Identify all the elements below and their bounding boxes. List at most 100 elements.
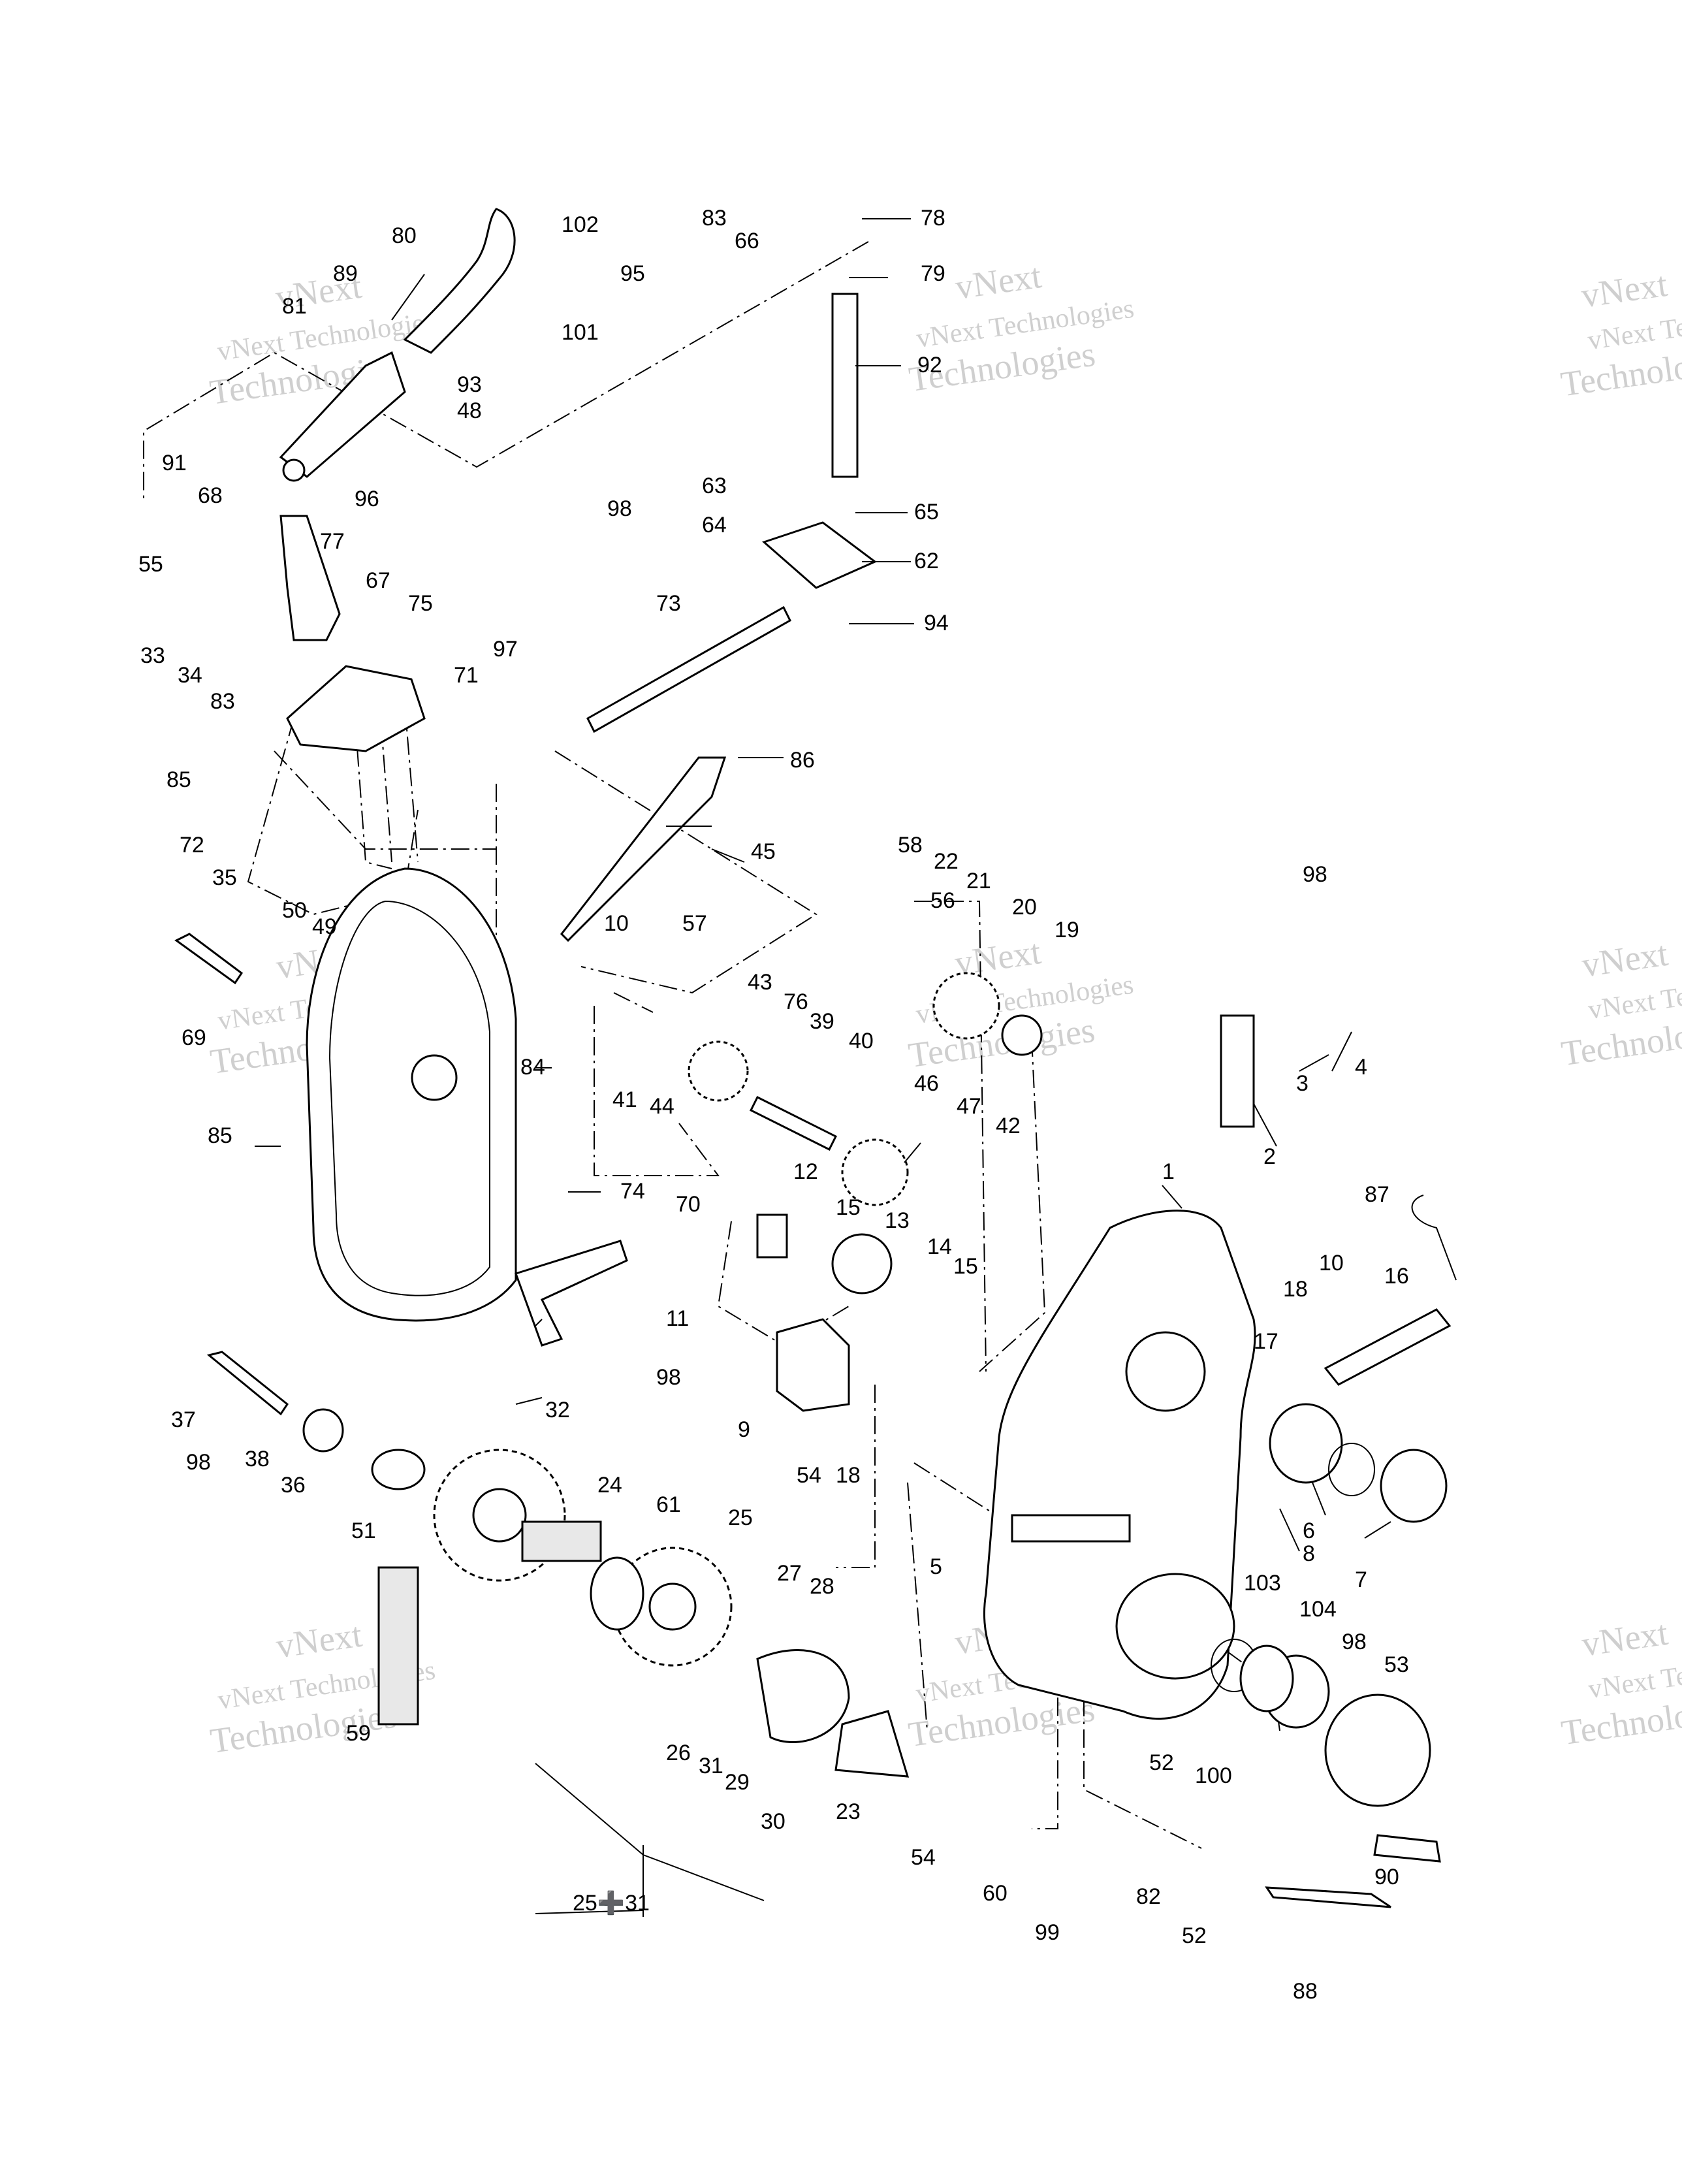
callout-label: 8 [1303, 1541, 1315, 1566]
leader-lines [255, 218, 1391, 1917]
callout-label: 24 [597, 1473, 622, 1498]
callout-label: 12 [793, 1159, 818, 1184]
callout-label: 39 [810, 1009, 834, 1034]
callout-label: 54 [911, 1845, 936, 1870]
callout-label: 5 [930, 1554, 942, 1579]
gear-part [688, 1040, 749, 1102]
cable-part [560, 756, 727, 942]
callout-label: 53 [1384, 1652, 1409, 1677]
clip-part [1411, 1195, 1457, 1281]
callout-label: 9 [738, 1417, 750, 1442]
callout-label: 25 [728, 1505, 753, 1530]
watermark-text: vNext [1579, 265, 1670, 315]
callout-label: 15 [953, 1254, 978, 1279]
bolt-part [1324, 1308, 1452, 1386]
callout-label: 37 [171, 1407, 196, 1432]
bearing-part [1380, 1449, 1448, 1523]
chain-part [377, 1566, 419, 1726]
callout-label: 92 [917, 353, 942, 377]
bracket-part [1220, 1014, 1255, 1128]
callout-label: 95 [620, 261, 645, 286]
callout-label: 58 [898, 833, 923, 858]
callout-label: 66 [735, 229, 759, 253]
callout-label: 80 [392, 223, 417, 248]
gear-part [932, 972, 1000, 1040]
shift-lever-part [515, 1240, 628, 1347]
callout-label: 63 [702, 474, 727, 498]
housing-rib-part [1011, 1514, 1131, 1543]
callout-label: 17 [1254, 1329, 1278, 1354]
block-part [776, 1318, 850, 1412]
watermark-text: vNext [1579, 934, 1670, 985]
bracket-part [279, 515, 341, 641]
callout-label: 32 [545, 1398, 570, 1422]
callout-label: 98 [186, 1450, 211, 1475]
callout-label: 47 [957, 1094, 981, 1119]
tube-part [831, 293, 859, 478]
callout-label: 42 [996, 1114, 1021, 1138]
housing-bore-part [1115, 1573, 1235, 1680]
callout-label: 29 [725, 1770, 750, 1795]
shaft-part [521, 1520, 602, 1562]
callout-label: 91 [162, 451, 187, 475]
callout-label: 60 [983, 1881, 1008, 1906]
ring-part [1328, 1443, 1375, 1496]
callout-label: 67 [366, 568, 390, 593]
callout-label: 83 [210, 689, 235, 714]
callout-label: 26 [666, 1741, 691, 1765]
callout-label: 3 [1296, 1071, 1309, 1096]
callout-label: 7 [1355, 1567, 1367, 1592]
callout-label: 103 [1244, 1571, 1281, 1596]
callout-label: 86 [790, 748, 815, 773]
callout-label: 19 [1055, 918, 1079, 942]
callout-label: 1 [1162, 1159, 1175, 1184]
washer-part [590, 1556, 644, 1631]
callout-label: 98 [607, 496, 632, 521]
callout-label: 55 [138, 552, 163, 577]
callout-label: 49 [312, 914, 337, 939]
callout-label: 30 [761, 1809, 785, 1834]
callout-label: 71 [454, 663, 479, 688]
callout-label: 27 [777, 1561, 802, 1586]
callout-label: 6 [1303, 1518, 1315, 1543]
callout-label: 81 [282, 294, 307, 319]
callout-label: 73 [656, 591, 681, 616]
callout-label: 13 [885, 1208, 910, 1233]
mount-plate-part [762, 521, 877, 589]
callout-label: 40 [849, 1029, 874, 1053]
callout-label: 28 [810, 1574, 834, 1599]
callout-label: 70 [676, 1192, 701, 1217]
pivot-part [282, 458, 306, 482]
callout-label: 20 [1012, 895, 1037, 920]
callout-label: 88 [1293, 1979, 1318, 2004]
bolt-part [1373, 1834, 1441, 1863]
callout-label: 10 [604, 911, 629, 936]
callout-labels: 1 2 3 4 5 6 7 8 9 10 10 11 12 13 14 15 1… [138, 206, 1409, 2004]
callout-label: 85 [208, 1123, 232, 1148]
callout-label: 102 [562, 212, 599, 237]
callout-label: 23 [836, 1799, 861, 1824]
watermark-text: vNext [1579, 1613, 1670, 1664]
bushing-part [756, 1213, 788, 1259]
callout-label: 34 [178, 663, 202, 688]
callout-label: 98 [1342, 1630, 1367, 1654]
callout-label: 74 [620, 1179, 645, 1204]
washer-part [302, 1408, 344, 1453]
callout-label: 77 [320, 529, 345, 554]
spring-part [371, 1449, 426, 1490]
callout-label: 65 [914, 500, 939, 524]
callout-label: 10 [1319, 1251, 1344, 1276]
callout-label: 46 [914, 1071, 939, 1096]
callout-label: 4 [1355, 1055, 1367, 1080]
callout-label: 94 [924, 611, 949, 635]
callout-label: 52 [1149, 1750, 1174, 1775]
callout-label: 104 [1299, 1597, 1337, 1622]
parts-group [174, 208, 1457, 1908]
bolt-part [174, 933, 244, 985]
shaft-part [749, 1095, 838, 1151]
callout-label: 15 [836, 1195, 861, 1220]
bearing-part [831, 1233, 893, 1294]
callout-label: 99 [1035, 1920, 1060, 1945]
